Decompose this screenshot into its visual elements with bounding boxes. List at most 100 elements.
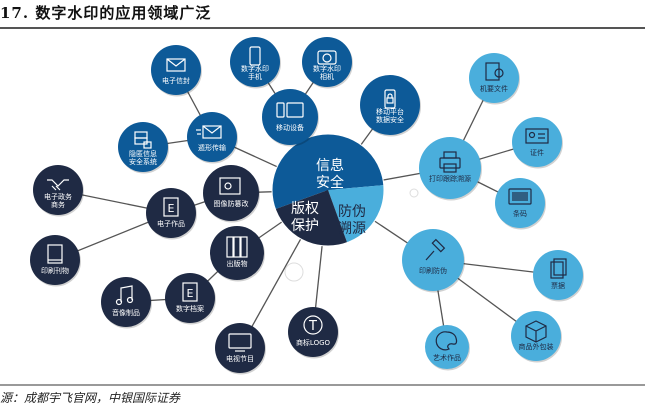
node-label: 手机 <box>248 72 262 81</box>
node-barcode[interactable]: 条码 <box>495 178 546 230</box>
node-package[interactable]: 商品外包装 <box>511 311 562 363</box>
center-label-anti-counterfeit: 溯源 <box>338 221 366 237</box>
music-icon <box>115 285 134 306</box>
svg-text:T: T <box>308 319 317 334</box>
tv-icon <box>228 333 252 352</box>
node-label: 数字档案 <box>176 304 204 313</box>
node-circle <box>151 45 201 95</box>
node-label: 音像制品 <box>112 308 140 317</box>
node-mobile[interactable]: 移动设备 <box>262 89 319 147</box>
ebook-icon: E <box>163 197 179 217</box>
binders-icon <box>226 236 248 258</box>
node-circle <box>210 226 264 280</box>
node-tv[interactable]: 电视节目 <box>215 323 266 375</box>
center-label-anti-counterfeit: 防伪 <box>338 204 366 220</box>
center-label-copyright: 保护 <box>291 218 319 234</box>
node-secret[interactable]: 机要文件 <box>469 53 520 105</box>
node-logo[interactable]: T 商标LOGO <box>288 307 339 359</box>
center-segment-info-security[interactable] <box>272 133 384 210</box>
node-circle <box>495 178 545 228</box>
top-divider <box>0 27 645 29</box>
node-art[interactable]: 艺术作品 <box>425 325 470 371</box>
svg-text:E: E <box>168 202 175 215</box>
node-label: 商标LOGO <box>296 338 331 347</box>
box-icon <box>525 320 547 343</box>
center-label-info-security: 安全 <box>316 174 344 191</box>
figure-title: 17. 数字水印的应用领域广泛 <box>0 4 212 22</box>
node-circle <box>230 37 280 87</box>
node-label: 安全系统 <box>129 157 157 166</box>
node-label: 印刷刊物 <box>41 266 69 275</box>
node-label: 商务 <box>51 200 65 209</box>
node-circle <box>101 277 151 327</box>
node-label: 数据安全 <box>376 115 404 124</box>
node-circle <box>118 122 168 172</box>
paint-roller-icon <box>425 238 446 261</box>
node-ework[interactable]: E 电子作品 <box>146 188 197 240</box>
node-av[interactable]: 音像制品 <box>101 277 152 329</box>
phone-icon <box>249 46 261 66</box>
center-segment-anti-counterfeit[interactable] <box>328 185 384 243</box>
node-label: 印刷防伪 <box>419 266 447 275</box>
node-label: 移动设备 <box>276 123 304 132</box>
papers-icon <box>550 258 567 279</box>
node-label: 艺术作品 <box>433 353 461 362</box>
node-circle <box>469 53 519 103</box>
node-label: 相机 <box>320 72 334 81</box>
image-lock-icon <box>219 177 241 195</box>
devices-icon <box>276 102 304 118</box>
node-label: 隐匿信息 <box>129 149 157 158</box>
node-printanti[interactable]: 印刷防伪 <box>402 229 465 293</box>
node-circle <box>203 165 259 221</box>
node-label: 数字水印 <box>313 64 341 73</box>
barcode-icon <box>508 188 532 205</box>
node-label: 条码 <box>513 209 527 218</box>
node-circle <box>402 229 464 291</box>
handshake-icon <box>47 179 69 191</box>
node-circle <box>33 165 83 215</box>
source-note: 源：成都宇飞官网，中银国际证券 <box>0 391 181 405</box>
node-circle <box>165 273 215 323</box>
printer-icon <box>439 151 461 173</box>
node-circle <box>146 188 196 238</box>
center-segment-copyright[interactable] <box>275 190 348 247</box>
node-circle <box>288 307 338 357</box>
book-icon <box>47 244 63 264</box>
center-label-info-security: 信息 <box>316 157 344 174</box>
center-label-copyright: 版权 <box>291 201 319 217</box>
node-print[interactable]: 印刷刊物 <box>30 235 81 287</box>
center-outline <box>271 133 385 247</box>
svg-text:E: E <box>187 287 194 300</box>
mail-fast-icon <box>196 125 222 139</box>
node-label: 打印跟踪溯源 <box>429 174 471 183</box>
id-card-icon <box>525 128 549 144</box>
node-label: 商品外包装 <box>519 342 554 351</box>
node-label: 电视节目 <box>226 354 254 363</box>
node-printtrace[interactable]: 打印跟踪溯源 <box>419 137 482 201</box>
node-label: 机要文件 <box>480 84 508 93</box>
camera-icon <box>317 50 337 65</box>
node-circle <box>512 117 562 167</box>
decorative-ring <box>409 188 419 198</box>
node-bill[interactable]: 票据 <box>533 250 584 302</box>
node-cert[interactable]: 证件 <box>512 117 563 169</box>
decorative-ring <box>284 262 304 282</box>
node-label: 证件 <box>530 148 544 157</box>
node-label: 电子政务 <box>44 192 72 201</box>
node-envelope[interactable]: 电子信封 <box>151 45 202 97</box>
node-label: 图像防篡改 <box>214 199 249 208</box>
phone-lock-icon <box>384 89 396 109</box>
node-stealth[interactable]: 遁形传输 <box>187 112 238 164</box>
node-image[interactable]: 图像防篡改 <box>203 165 260 223</box>
node-label: 电子作品 <box>157 219 185 228</box>
node-publish[interactable]: 出版物 <box>210 226 265 282</box>
node-circle <box>425 325 469 369</box>
node-archive[interactable]: E 数字档案 <box>165 273 216 325</box>
node-label: 票据 <box>551 281 565 290</box>
